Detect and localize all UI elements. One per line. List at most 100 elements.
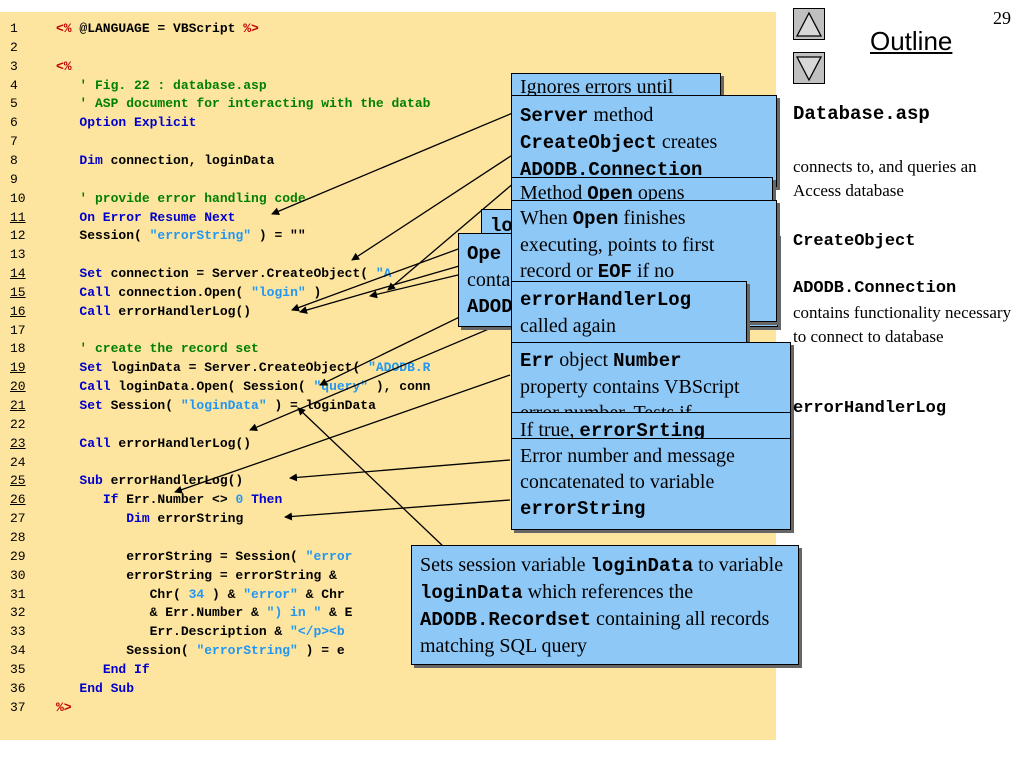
- line-number: 11: [10, 209, 26, 225]
- sidebar-term-adodb-desc: contains functionality necessary to conn…: [793, 303, 1012, 346]
- callout-code: Ope: [467, 243, 502, 265]
- line-number: 3: [10, 58, 18, 74]
- callout-text: called again: [520, 315, 617, 337]
- code-text: Set connection = Server.CreateObject( "A: [79, 266, 392, 282]
- code-text: Sub errorHandlerLog(): [79, 473, 244, 489]
- callout-code: lo: [490, 215, 513, 237]
- code-text: Call errorHandlerLog(): [79, 435, 252, 451]
- previous-slide-button[interactable]: [793, 8, 825, 40]
- callout-text: conta: [467, 269, 511, 291]
- line-number: 6: [10, 115, 18, 131]
- callout-errorhandlerlog: errorHandlerLog called again: [511, 281, 747, 347]
- line-number: 33: [10, 624, 26, 640]
- callout-code: errorString: [520, 498, 646, 520]
- callout-error-concat: Error number and message concatenated to…: [511, 438, 791, 530]
- callout-code: loginData: [590, 555, 694, 577]
- code-text: Option Explicit: [79, 115, 197, 131]
- page-number: 29: [993, 8, 1011, 28]
- line-number: 35: [10, 661, 26, 677]
- callout-text: Sets session variable: [420, 554, 591, 576]
- line-number: 5: [10, 96, 18, 112]
- callout-code: ADOD: [467, 296, 513, 318]
- callout-code: ADODB.Recordset: [420, 609, 592, 631]
- line-number: 4: [10, 77, 18, 93]
- code-text: <%: [56, 58, 72, 74]
- code-text: errorString = Session( "error: [56, 548, 353, 564]
- line-number: 10: [10, 190, 26, 206]
- line-number: 21: [10, 398, 26, 413]
- callout-text: opens: [632, 182, 685, 204]
- code-text: On Error Resume Next: [79, 209, 236, 225]
- callout-text: if no: [631, 260, 675, 282]
- line-number: 13: [10, 247, 26, 263]
- line-number: 27: [10, 511, 26, 527]
- line-number: 15: [10, 284, 26, 300]
- callout-code: errorSrting: [579, 420, 705, 442]
- callout-text: Ignores errors until: [520, 76, 674, 98]
- line-number: 26: [10, 492, 26, 508]
- line-number: 32: [10, 605, 26, 621]
- code-text: Set loginData = Server.CreateObject( "AD…: [79, 360, 431, 376]
- line-number: 31: [10, 586, 26, 602]
- next-slide-button[interactable]: [793, 52, 825, 84]
- line-number: 12: [10, 228, 26, 244]
- code-text: Call errorHandlerLog(): [79, 303, 252, 319]
- callout-createobject: Server method CreateObject creates ADODB…: [511, 95, 777, 187]
- callout-text: which references the: [522, 581, 694, 603]
- code-text: Call loginData.Open( Session( "query" ),…: [79, 379, 431, 395]
- code-text: & Err.Number & ") in " & E: [56, 605, 353, 621]
- code-text: Chr( 34 ) & "error" & Chr: [56, 586, 345, 602]
- code-text: Err.Description & "</p><b: [56, 624, 345, 640]
- callout-code: Number: [613, 350, 682, 372]
- triangle-down-icon: [795, 56, 823, 82]
- code-text: errorString = errorString &: [56, 567, 345, 583]
- code-text: If Err.Number <> 0 Then: [102, 492, 283, 508]
- outline-title[interactable]: Outline: [870, 26, 953, 56]
- callout-code: ADODB.Connection: [520, 159, 703, 181]
- callout-code: loginData: [420, 582, 523, 604]
- code-text: End If: [102, 661, 150, 677]
- sidebar-term-errorhandlerlog: errorHandlerLog: [793, 399, 947, 418]
- code-text: End Sub: [79, 680, 135, 696]
- code-text: Call connection.Open( "login" ): [79, 284, 322, 300]
- callout-text: Error number and message concatenated to…: [520, 445, 735, 493]
- line-number: 23: [10, 435, 26, 451]
- code-text: ' provide error handling code: [79, 190, 306, 206]
- line-number: 30: [10, 567, 26, 583]
- line-number: 7: [10, 134, 18, 150]
- callout-code: EOF: [597, 261, 632, 283]
- line-number: 36: [10, 680, 26, 696]
- code-text: <% @LANGUAGE = VBScript %>: [56, 21, 259, 36]
- line-number: 8: [10, 152, 18, 168]
- code-text: ' ASP document for interacting with the …: [79, 96, 431, 112]
- line-number: 1: [10, 21, 18, 36]
- code-text: Session( "errorString" ) = "": [56, 228, 306, 244]
- code-text: ' create the record set: [79, 341, 259, 357]
- line-number: 34: [10, 643, 26, 659]
- callout-session-logindata: Sets session variable loginData to varia…: [411, 545, 799, 665]
- line-number: 20: [10, 379, 26, 395]
- line-number: 2: [10, 39, 18, 55]
- sidebar-term-adodb-connection: ADODB.Connection: [793, 279, 957, 298]
- line-number: 14: [10, 266, 26, 282]
- sidebar-file-desc: connects to, and queries an Access datab…: [793, 157, 977, 200]
- line-number: 16: [10, 303, 26, 319]
- callout-text: object: [554, 349, 614, 371]
- line-number: 29: [10, 548, 26, 564]
- code-text: Session( "errorString" ) = e: [56, 643, 345, 659]
- line-number: 19: [10, 360, 26, 376]
- sidebar-file-name: Database.asp: [793, 103, 930, 125]
- line-number: 25: [10, 473, 26, 489]
- callout-code: CreateObject: [520, 132, 657, 154]
- line-number: 37: [10, 699, 26, 715]
- callout-text: method: [588, 104, 654, 126]
- sidebar-term-createobject: CreateObject: [793, 232, 916, 251]
- code-text: Set Session( "loginData" ) = loginData: [79, 398, 376, 413]
- callout-text: When: [520, 207, 573, 229]
- callout-text: Method: [520, 182, 588, 204]
- callout-text: finishes executing, points to first reco…: [520, 207, 715, 282]
- callout-code: Server: [520, 105, 589, 127]
- code-text: %>: [56, 699, 72, 715]
- callout-code: Err: [520, 350, 555, 372]
- line-number: 22: [10, 416, 26, 432]
